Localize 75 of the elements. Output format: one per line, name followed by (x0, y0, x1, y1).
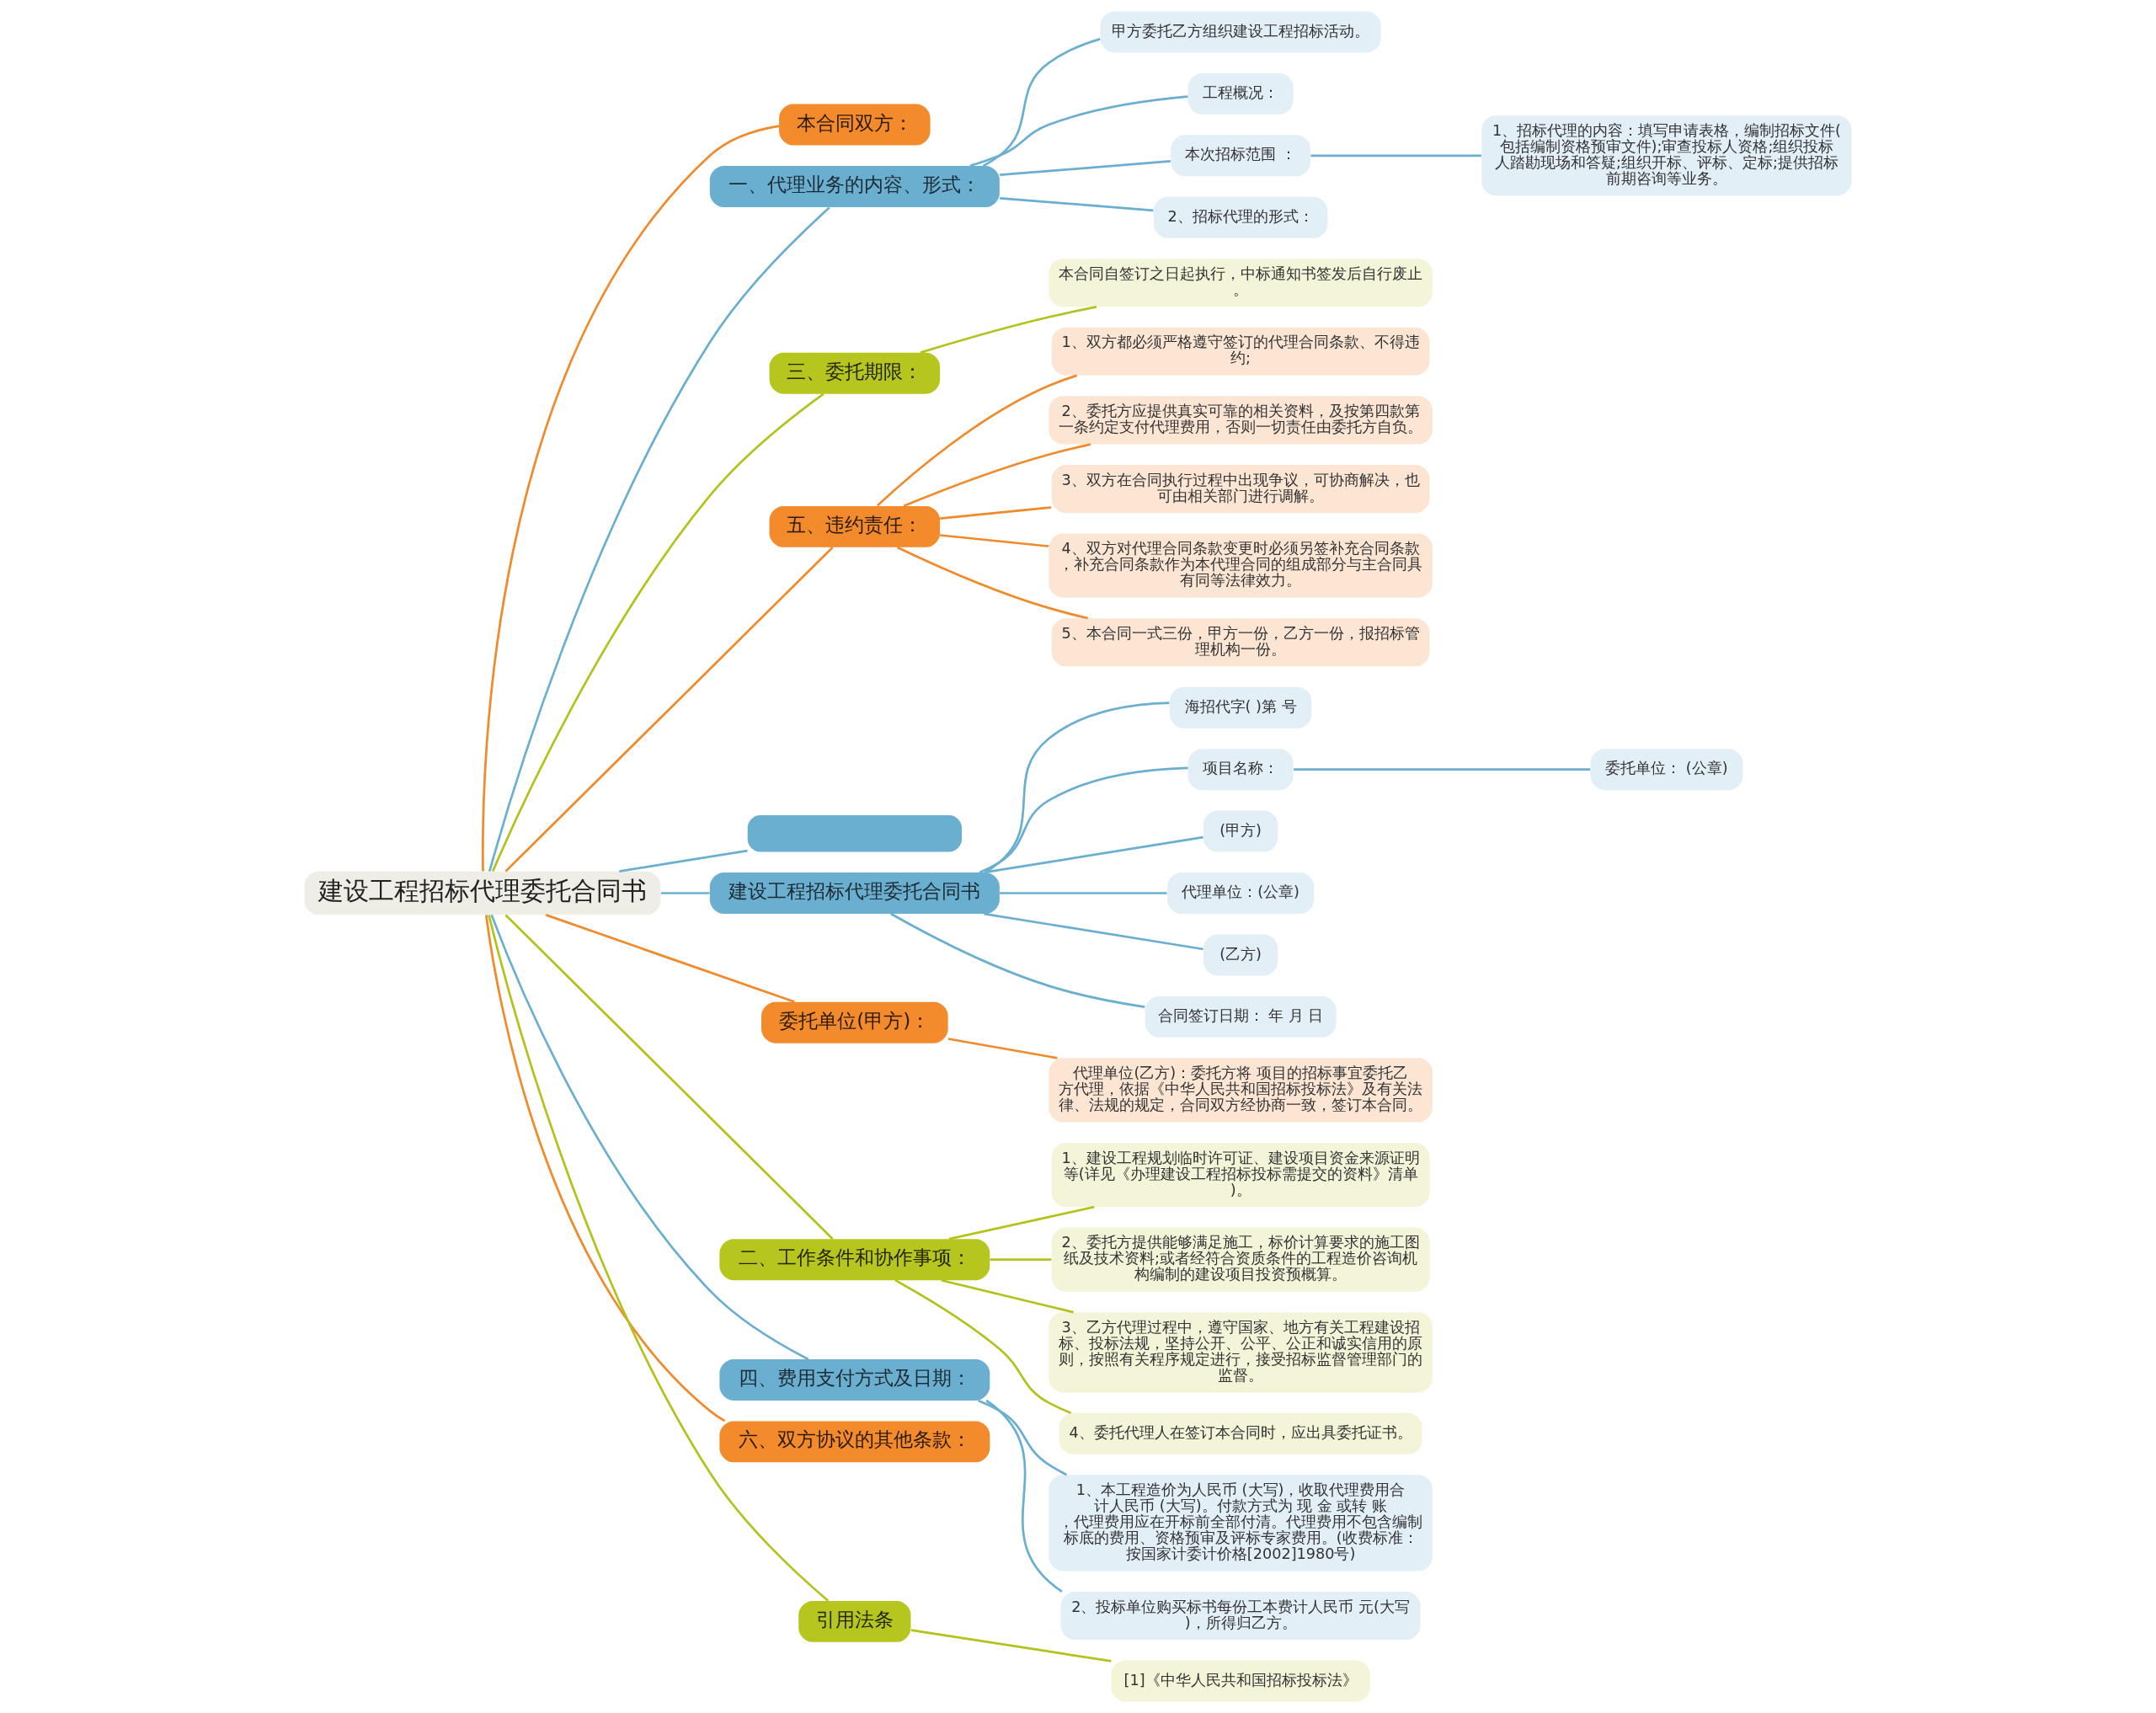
connector (1310, 154, 1481, 157)
connector (1294, 768, 1591, 771)
node-box: 代理单位(乙方)：委托方将 项目的招标事宜委托乙方代理，依据《中华人民共和国招标投标法》及有关法律、法规的规定，合同双方经协商一致，签订本合同。 (1049, 1058, 1433, 1123)
node-box: (乙方) (1203, 934, 1278, 976)
connector (984, 835, 1203, 874)
connector (940, 534, 1049, 547)
connector (896, 546, 1088, 620)
connector (890, 912, 1145, 1008)
connector (894, 1278, 1072, 1414)
connector (969, 95, 1188, 168)
connector (941, 1278, 1074, 1314)
node-box: 代理单位：(公章) (1167, 873, 1315, 914)
connector (488, 915, 830, 1602)
node-box: 本合同自签订之日起执行，中标通知书签发后自行废止。 (1049, 259, 1433, 307)
node-box: 本次招标范围 ： (1171, 135, 1311, 177)
connector (504, 914, 834, 1240)
connector (482, 125, 780, 872)
connector (504, 547, 834, 873)
connector (619, 849, 748, 873)
connector (982, 38, 1101, 168)
node-box: 2、招标代理的形式： (1153, 196, 1328, 238)
connector (660, 892, 710, 894)
node-box: 甲方委托乙方组织建设工程招标活动。 (1100, 11, 1381, 53)
node-box: 2、委托方应提供真实可靠的相关资料，及按第四款第一条约定支付代理费用，否则一切责任由委托方自负。 (1049, 396, 1433, 445)
connector (484, 915, 726, 1422)
connector (1000, 892, 1167, 894)
connector (903, 443, 1091, 508)
connector (985, 1399, 1063, 1593)
connector (940, 506, 1052, 520)
node-box: 1、招标代理的内容：填写申请表格，编制招标文件(包括编制资格预审文件);审查投标人资格;组织投标人踏勘现场和答疑;组织开标、评标、定标;提供招标前期咨询等业务。 (1481, 115, 1852, 196)
node-box: 1、建设工程规划临时许可证、建设项目资金来源证明等(详见《办理建设工程招标投标需提交的资料》清单)。 (1051, 1142, 1430, 1208)
node-box: 委托单位： (公章) (1590, 749, 1743, 791)
node-box: 3、双方在合同执行过程中出现争议，可协商解决，也可由相关部门进行调解。 (1051, 464, 1430, 514)
node-box: 委托单位(甲方)： (761, 1001, 948, 1043)
node-box (747, 815, 962, 852)
node-box: 六、双方协议的其他条款： (719, 1421, 990, 1463)
node-box: 4、双方对代理合同条款变更时必须另签补充合同条款，补充合同条款作为本代理合同的组成部分与主合同具有同等法律效力。 (1049, 533, 1433, 598)
node-box: 海招代字( )第 号 (1169, 686, 1312, 728)
node-box: 3、乙方代理过程中，遵守国家、地方有关工程建设招标、投标法规，坚持公开、公平、公正和诚实信用的原则，按照有关程序规定进行，接受招标监督管理部门的监督。 (1049, 1312, 1433, 1393)
node-box: 合同签订日期： 年 月 日 (1145, 995, 1337, 1038)
connector (1000, 196, 1154, 212)
connector (491, 392, 825, 873)
node-box: [1]《中华人民共和国招标投标法》 (1111, 1660, 1370, 1702)
connector (490, 914, 809, 1361)
connector (910, 1629, 1112, 1662)
node-box: 二、工作条件和协作事项： (719, 1239, 990, 1281)
node-box: 1、双方都必须严格遵守签订的代理合同条款、不得违约; (1051, 327, 1430, 376)
connector (979, 766, 1188, 874)
node-box: 项目名称： (1187, 749, 1294, 791)
node-box: 建设工程招标代理委托合同书 (304, 871, 661, 915)
node-box: 四、费用支付方式及日期： (719, 1358, 990, 1401)
connector (984, 912, 1203, 951)
connector (947, 1038, 1058, 1059)
connector (877, 374, 1077, 507)
connector (488, 206, 830, 872)
connector (920, 306, 1097, 354)
connector (985, 702, 1170, 873)
node-box: 建设工程招标代理委托合同书 (709, 873, 1000, 914)
connector (545, 914, 795, 1003)
node-box: 工程概况： (1187, 72, 1294, 115)
connector (978, 1399, 1068, 1476)
node-box: 一、代理业务的内容、形式： (709, 166, 1000, 207)
connector (990, 1258, 1052, 1261)
connector (948, 1205, 1095, 1241)
node-box: 2、委托方提供能够满足施工，标价计算要求的施工图纸及技术资料;或者经符合资质条件的工程造价咨询机构编制的建设项目投资预概算。 (1051, 1227, 1430, 1292)
connector (1000, 160, 1171, 177)
node-box: 引用法条 (798, 1600, 911, 1642)
node-box: 5、本合同一式三份，甲方一份，乙方一份，报招标管理机构一份。 (1051, 618, 1430, 667)
node-box: 2、投标单位购买标书每份工本费计人民币 元(大写)，所得归乙方。 (1060, 1592, 1421, 1641)
node-box: 五、违约责任： (769, 505, 941, 547)
node-box: 1、本工程造价为人民币 (大写)，收取代理费用合计人民币 (大写)。付款方式为 现 金 或转 账，代理费用应在开标前全部付清。代理费用不包含编制标底的费用、资格预审及评标专家费用。(收费标准：按国家计委计价格[2002]1980号) (1049, 1475, 1433, 1572)
node-box: (甲方) (1203, 810, 1278, 852)
node-box: 4、委托代理人在签订本合同时，应出具委托证书。 (1059, 1412, 1422, 1454)
node-box: 本合同双方： (779, 104, 931, 146)
node-box: 三、委托期限： (769, 352, 941, 394)
